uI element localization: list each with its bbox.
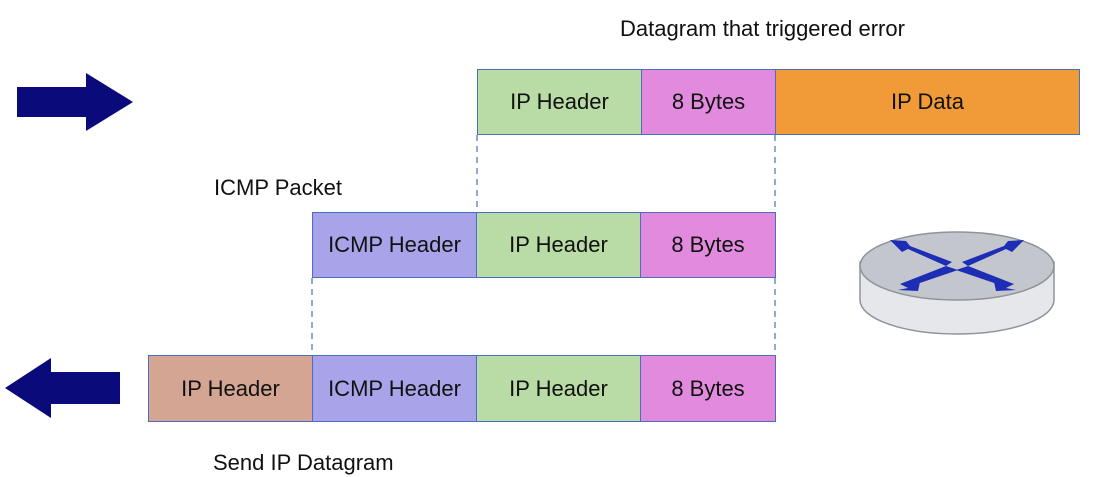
icmp-header: ICMP Header bbox=[312, 212, 477, 278]
incoming-8-bytes: 8 Bytes bbox=[641, 69, 776, 135]
datagram-title: Datagram that triggered error bbox=[620, 16, 905, 41]
outgoing-8-bytes: 8 Bytes bbox=[640, 355, 776, 422]
incoming-ip-data: IP Data bbox=[775, 69, 1080, 135]
alignment-guides bbox=[311, 135, 776, 355]
outgoing-ip-header: IP Header bbox=[148, 355, 313, 422]
left-arrow-icon bbox=[5, 358, 120, 418]
outgoing-inner-ip-header: IP Header bbox=[476, 355, 641, 422]
right-arrow-icon bbox=[17, 73, 133, 131]
outgoing-icmp-header: ICMP Header bbox=[312, 355, 477, 422]
send-datagram-label: Send IP Datagram bbox=[213, 450, 394, 475]
icmp-ip-header: IP Header bbox=[476, 212, 641, 278]
router-icon bbox=[859, 231, 1055, 335]
icmp-packet-label: ICMP Packet bbox=[214, 175, 342, 200]
icmp-8-bytes: 8 Bytes bbox=[640, 212, 776, 278]
incoming-ip-header: IP Header bbox=[477, 69, 642, 135]
